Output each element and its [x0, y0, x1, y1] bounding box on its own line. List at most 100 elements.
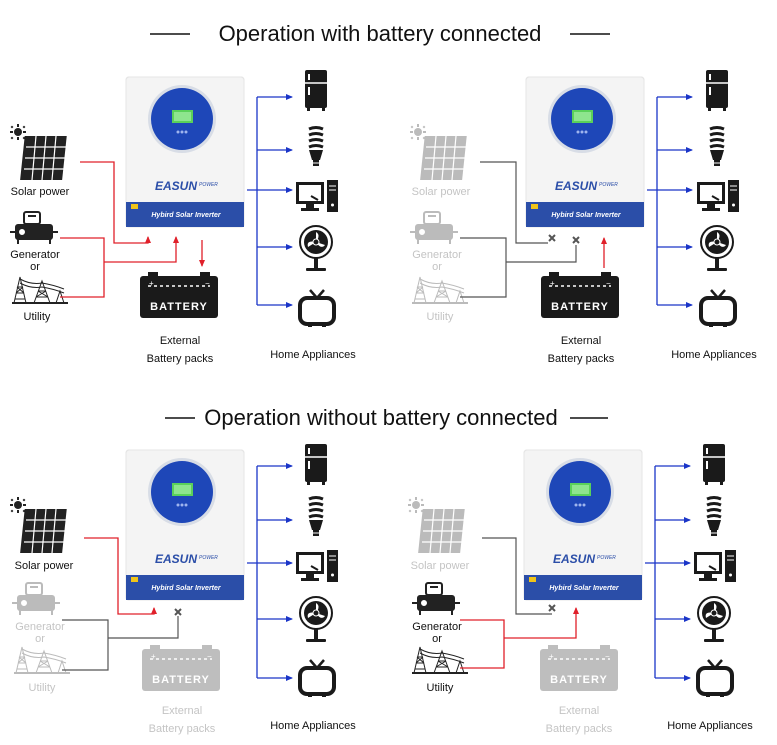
- label-utility: Utility: [29, 682, 56, 694]
- section-title-without-battery: Operation without battery connected: [165, 405, 608, 430]
- refrigerator-icon: [304, 443, 328, 486]
- svg-text:POWER: POWER: [199, 182, 218, 188]
- svg-text:POWER: POWER: [597, 555, 616, 561]
- disconnect-x-icon: [548, 234, 556, 242]
- svg-text:BATTERY: BATTERY: [152, 674, 210, 686]
- label-home-appliances: Home Appliances: [270, 720, 356, 732]
- label-home-appliances: Home Appliances: [671, 349, 757, 361]
- label-solar: Solar power: [411, 560, 470, 572]
- solar-to-inverter-line: [480, 161, 548, 244]
- tv-icon: [298, 658, 336, 699]
- desktop-computer-icon: [693, 549, 737, 583]
- svg-text:POWER: POWER: [199, 555, 218, 561]
- battery-icon: BATTERY: [141, 644, 221, 692]
- fan-icon: [700, 225, 734, 272]
- grid-to-inverter-line: [108, 616, 179, 639]
- tv-icon: [298, 288, 336, 329]
- label-battery-packs: Battery packs: [548, 353, 615, 365]
- label-solar: Solar power: [412, 186, 471, 198]
- cfl-bulb-icon: [307, 126, 325, 168]
- solar-to-inverter-line: [84, 537, 157, 615]
- fan-icon: [299, 596, 333, 643]
- fan-icon: [299, 225, 333, 272]
- generator-icon: [11, 582, 61, 616]
- solar-to-inverter-line: [482, 537, 552, 615]
- panel-without-battery-grid: Solar power Generator or Utility EASUN P…: [407, 443, 753, 735]
- grid-to-inverter-line: [506, 245, 577, 263]
- label-utility: Utility: [427, 311, 454, 323]
- label-battery-packs: Battery packs: [147, 353, 214, 365]
- generator-icon: [409, 211, 459, 245]
- label-external: External: [162, 705, 202, 717]
- disconnect-x-icon: [174, 608, 182, 616]
- utility-tower-icon: [11, 276, 69, 304]
- brand-logo: EASUN: [553, 552, 595, 566]
- label-battery-packs: Battery packs: [149, 723, 216, 735]
- generator-icon: [411, 582, 461, 616]
- section-title-with-battery: Operation with battery connected: [150, 21, 610, 46]
- desktop-computer-icon: [295, 549, 339, 583]
- label-solar: Solar power: [15, 560, 74, 572]
- inverter-icon: EASUN POWER Hybird Solar Inverter: [523, 449, 643, 601]
- label-solar: Solar power: [11, 186, 70, 198]
- tv-icon: [699, 288, 737, 329]
- inverter-name: Hybird Solar Inverter: [551, 212, 622, 219]
- inverter-name: Hybird Solar Inverter: [151, 212, 222, 219]
- label-or: or: [30, 261, 40, 273]
- title-with-battery: Operation with battery connected: [219, 21, 542, 46]
- label-or: or: [432, 261, 442, 273]
- tv-icon: [696, 658, 734, 699]
- utility-tower-icon: [13, 646, 71, 674]
- label-external: External: [559, 705, 599, 717]
- fan-icon: [697, 596, 731, 643]
- svg-text:BATTERY: BATTERY: [550, 674, 608, 686]
- grid-to-inverter-line: [104, 236, 179, 263]
- cfl-bulb-icon: [708, 126, 726, 168]
- desktop-computer-icon: [696, 179, 740, 213]
- label-battery-packs: Battery packs: [546, 723, 613, 735]
- label-utility: Utility: [427, 682, 454, 694]
- label-or: or: [432, 633, 442, 645]
- battery-icon: BATTERY: [539, 644, 619, 692]
- label-generator: Generator: [412, 621, 462, 633]
- refrigerator-icon: [304, 69, 328, 112]
- desktop-computer-icon: [295, 179, 339, 213]
- label-or: or: [35, 633, 45, 645]
- brand-logo: EASUN: [155, 179, 197, 193]
- panel-with-battery-discharging: Solar power Generator or Utility EASUN P…: [409, 69, 757, 365]
- cfl-bulb-icon: [307, 496, 325, 538]
- label-generator: Generator: [15, 621, 65, 633]
- title-without-battery: Operation without battery connected: [204, 405, 557, 430]
- disconnect-x-icon: [572, 236, 580, 244]
- solar-panel-icon: [407, 496, 466, 554]
- refrigerator-icon: [702, 443, 726, 486]
- inverter-icon: EASUN POWER Hybird Solar Inverter: [525, 76, 645, 228]
- label-external: External: [561, 335, 601, 347]
- label-home-appliances: Home Appliances: [667, 720, 753, 732]
- solar-panel-icon: [409, 123, 468, 181]
- svg-text:POWER: POWER: [599, 182, 618, 188]
- inverter-name: Hybird Solar Inverter: [151, 585, 222, 592]
- brand-logo: EASUN: [555, 179, 597, 193]
- brand-logo: EASUN: [155, 552, 197, 566]
- disconnect-x-icon: [548, 604, 556, 612]
- label-utility: Utility: [24, 311, 51, 323]
- panel-with-battery-solar-grid: Solar power Generator or Utility EASUN P…: [9, 69, 356, 365]
- utility-tower-icon: [411, 646, 469, 674]
- label-generator: Generator: [412, 249, 462, 261]
- inverter-icon: EASUN POWER Hybird Solar Inverter: [125, 449, 245, 601]
- refrigerator-icon: [705, 69, 729, 112]
- solar-to-inverter-line: [80, 161, 151, 244]
- battery-icon: BATTERY: [540, 271, 620, 319]
- svg-text:BATTERY: BATTERY: [150, 301, 208, 313]
- inverter-icon: EASUN POWER Hybird Solar Inverter: [125, 76, 245, 228]
- utility-tower-icon: [411, 276, 469, 304]
- battery-icon: BATTERY: [139, 271, 219, 319]
- grid-to-inverter-line: [504, 607, 579, 639]
- cfl-bulb-icon: [705, 496, 723, 538]
- svg-text:BATTERY: BATTERY: [551, 301, 609, 313]
- label-external: External: [160, 335, 200, 347]
- label-home-appliances: Home Appliances: [270, 349, 356, 361]
